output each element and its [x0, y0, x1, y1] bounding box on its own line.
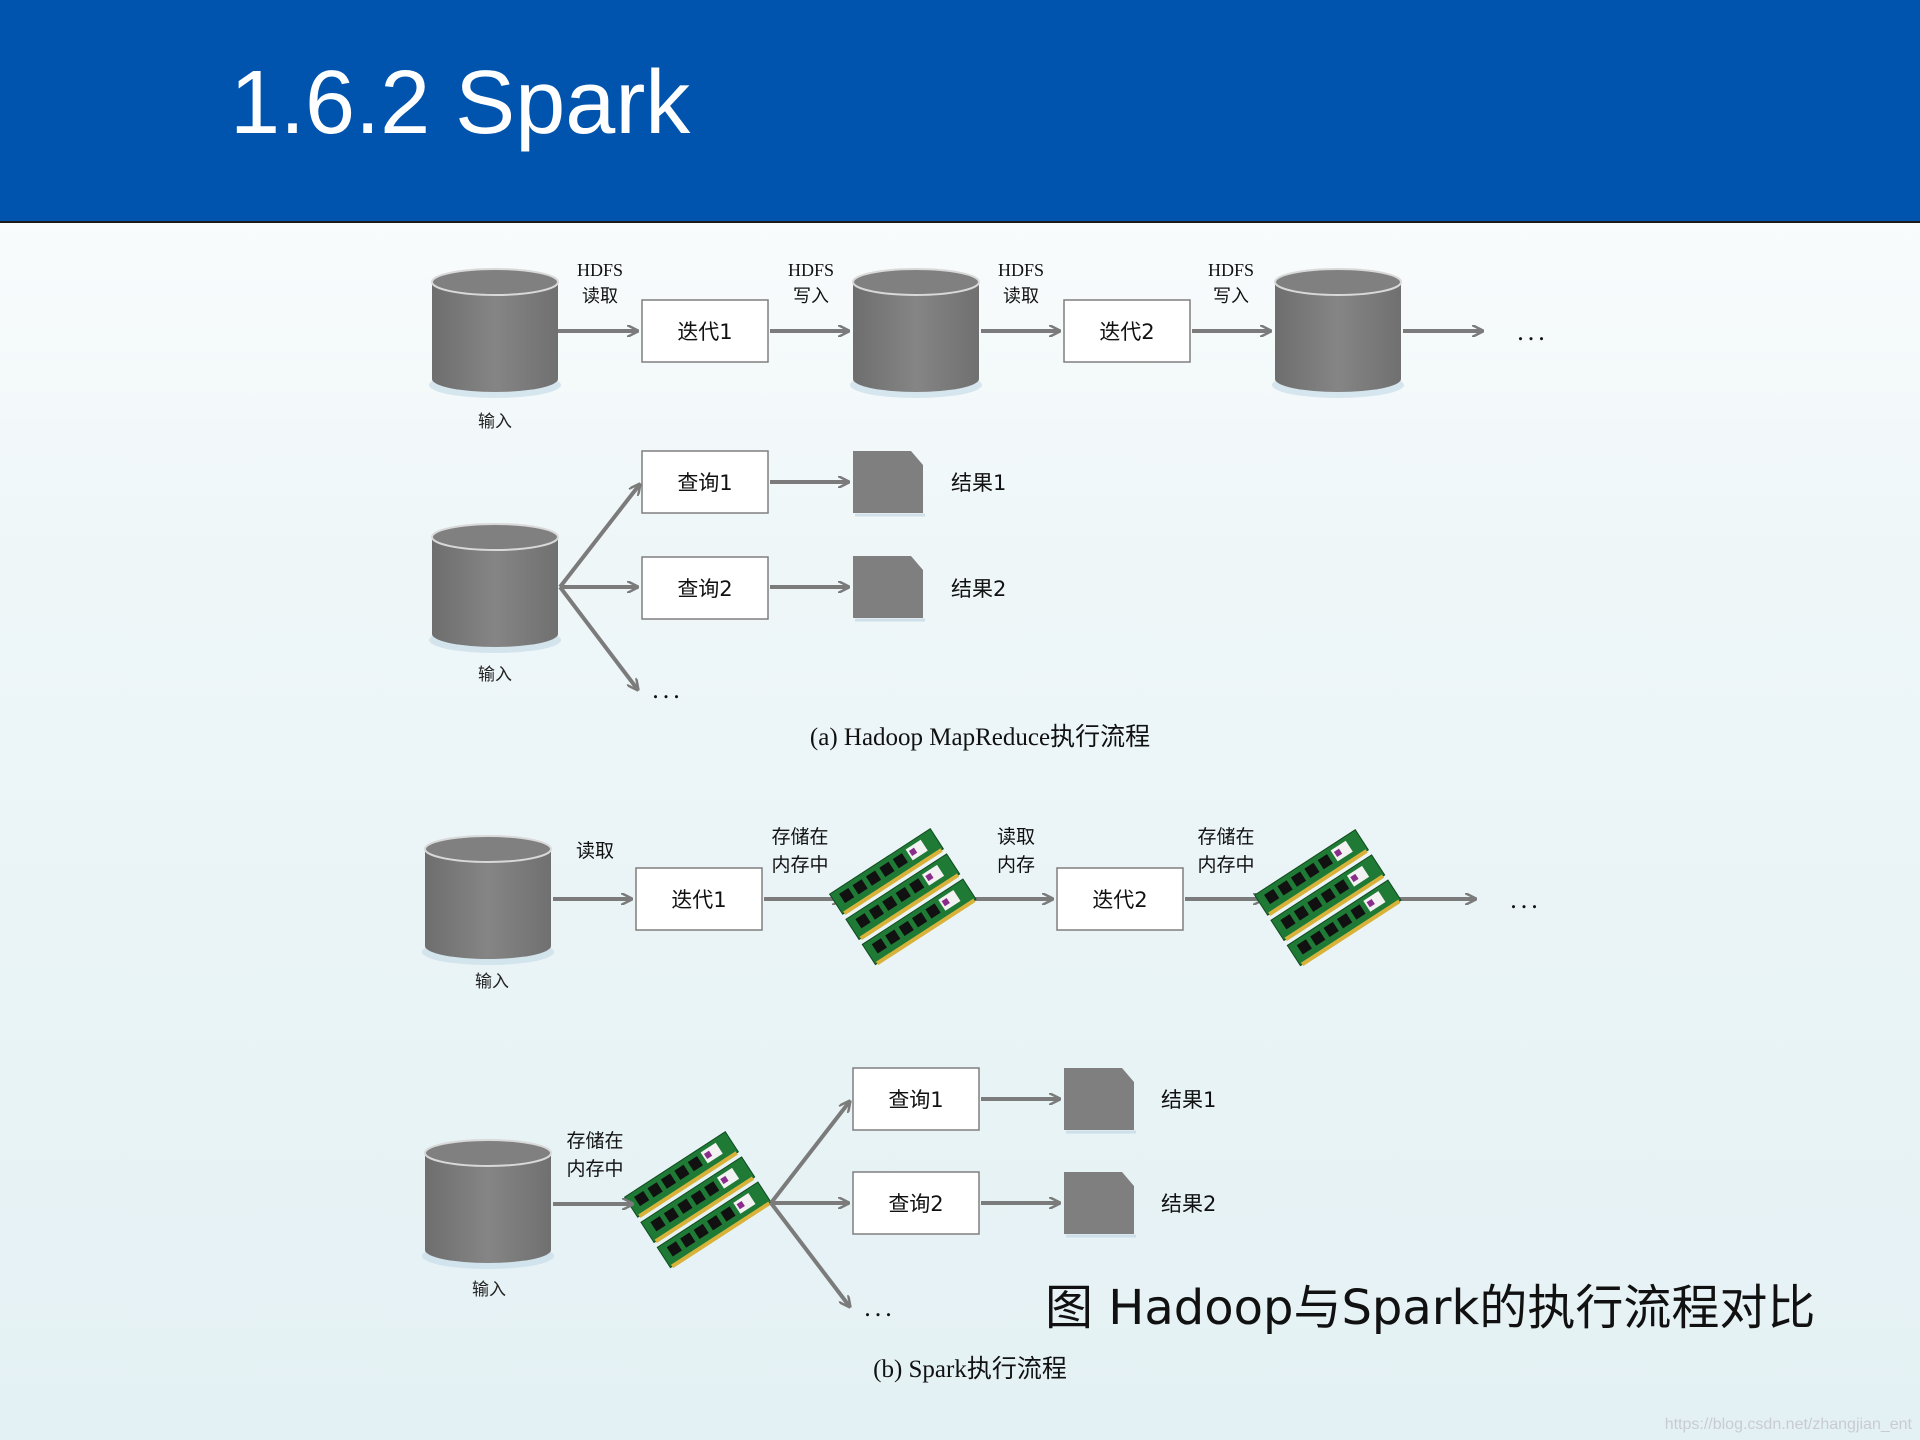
read-label: 读取: [582, 286, 618, 307]
ellipsis: ...: [864, 1293, 896, 1322]
input-label: 输入: [472, 1280, 506, 1300]
hdfs-label: HDFS: [788, 260, 834, 280]
input-label: 输入: [478, 412, 512, 432]
input-label: 输入: [475, 972, 509, 992]
iteration-1-box: [635, 867, 763, 931]
read-label-line2: 内存: [997, 854, 1035, 876]
caption-b: (b) Spark执行流程: [873, 1355, 1067, 1383]
write-label: 写入: [793, 286, 829, 307]
query-1-box: [852, 1067, 980, 1131]
store-label-line1: 存储在: [566, 1130, 623, 1152]
arrow-to-query-1: [769, 1101, 850, 1205]
result-2-label: 结果2: [951, 577, 1006, 601]
caption-a: (a) Hadoop MapReduce执行流程: [810, 723, 1150, 751]
result-2-label: 结果2: [1161, 1192, 1216, 1216]
input-label: 输入: [478, 665, 512, 685]
ellipsis: ...: [652, 675, 684, 704]
hdfs-query-input-cylinder: [428, 523, 562, 654]
result-1-label: 结果1: [1161, 1088, 1216, 1112]
title-bar: 1.6.2 Spark: [0, 0, 1920, 223]
spark-query-input-cylinder: [421, 1139, 555, 1270]
slide-title: 1.6.2 Spark: [230, 53, 691, 153]
memory-module-1: [830, 829, 977, 966]
iteration-1-label: 迭代1: [677, 320, 732, 344]
result-1-label: 结果1: [951, 471, 1006, 495]
result-1-doc: [1062, 1066, 1138, 1134]
store-label-line1: 存储在: [1197, 826, 1254, 848]
hdfs-input-cylinder: [428, 268, 562, 399]
memory-module-2: [1255, 830, 1402, 967]
memory-module-3: [625, 1132, 772, 1269]
arrow-to-query-1: [558, 484, 640, 589]
iteration-2-box: [1063, 299, 1191, 363]
result-2-doc: [1062, 1170, 1138, 1238]
query-1-label: 查询1: [888, 1088, 943, 1112]
store-label-line2: 内存中: [1197, 854, 1254, 876]
result-1-doc: [851, 449, 927, 517]
result-2-doc: [851, 554, 927, 622]
spark-input-cylinder: [421, 835, 555, 966]
ellipsis: ...: [1510, 885, 1542, 914]
query-2-box: [641, 556, 769, 620]
read-label: 读取: [1003, 286, 1039, 307]
store-label-line2: 内存中: [771, 854, 828, 876]
iteration-2-box: [1056, 867, 1184, 931]
hdfs-label: HDFS: [577, 260, 623, 280]
hdfs-middle-cylinder: [849, 268, 983, 399]
hdfs-label: HDFS: [998, 260, 1044, 280]
write-label: 写入: [1213, 286, 1249, 307]
read-label-line1: 读取: [997, 826, 1035, 848]
store-label-line2: 内存中: [566, 1158, 623, 1180]
iteration-2-label: 迭代2: [1092, 888, 1147, 912]
query-2-box: [852, 1171, 980, 1235]
iteration-1-box: [641, 299, 769, 363]
query-2-label: 查询2: [888, 1192, 943, 1216]
arrow-to-more: [769, 1201, 850, 1307]
ellipsis: ...: [1517, 317, 1549, 346]
figure-caption: 图 Hadoop与Spark的执行流程对比: [1045, 1280, 1816, 1336]
store-label-line1: 存储在: [771, 826, 828, 848]
iteration-2-label: 迭代2: [1099, 320, 1154, 344]
hdfs-output-cylinder: [1271, 268, 1405, 399]
arrow-to-more: [558, 585, 638, 690]
query-1-label: 查询1: [677, 471, 732, 495]
watermark: https://blog.csdn.net/zhangjian_ent: [1664, 1416, 1912, 1433]
read-label: 读取: [576, 840, 614, 862]
hdfs-label: HDFS: [1208, 260, 1254, 280]
iteration-1-label: 迭代1: [671, 888, 726, 912]
query-2-label: 查询2: [677, 577, 732, 601]
